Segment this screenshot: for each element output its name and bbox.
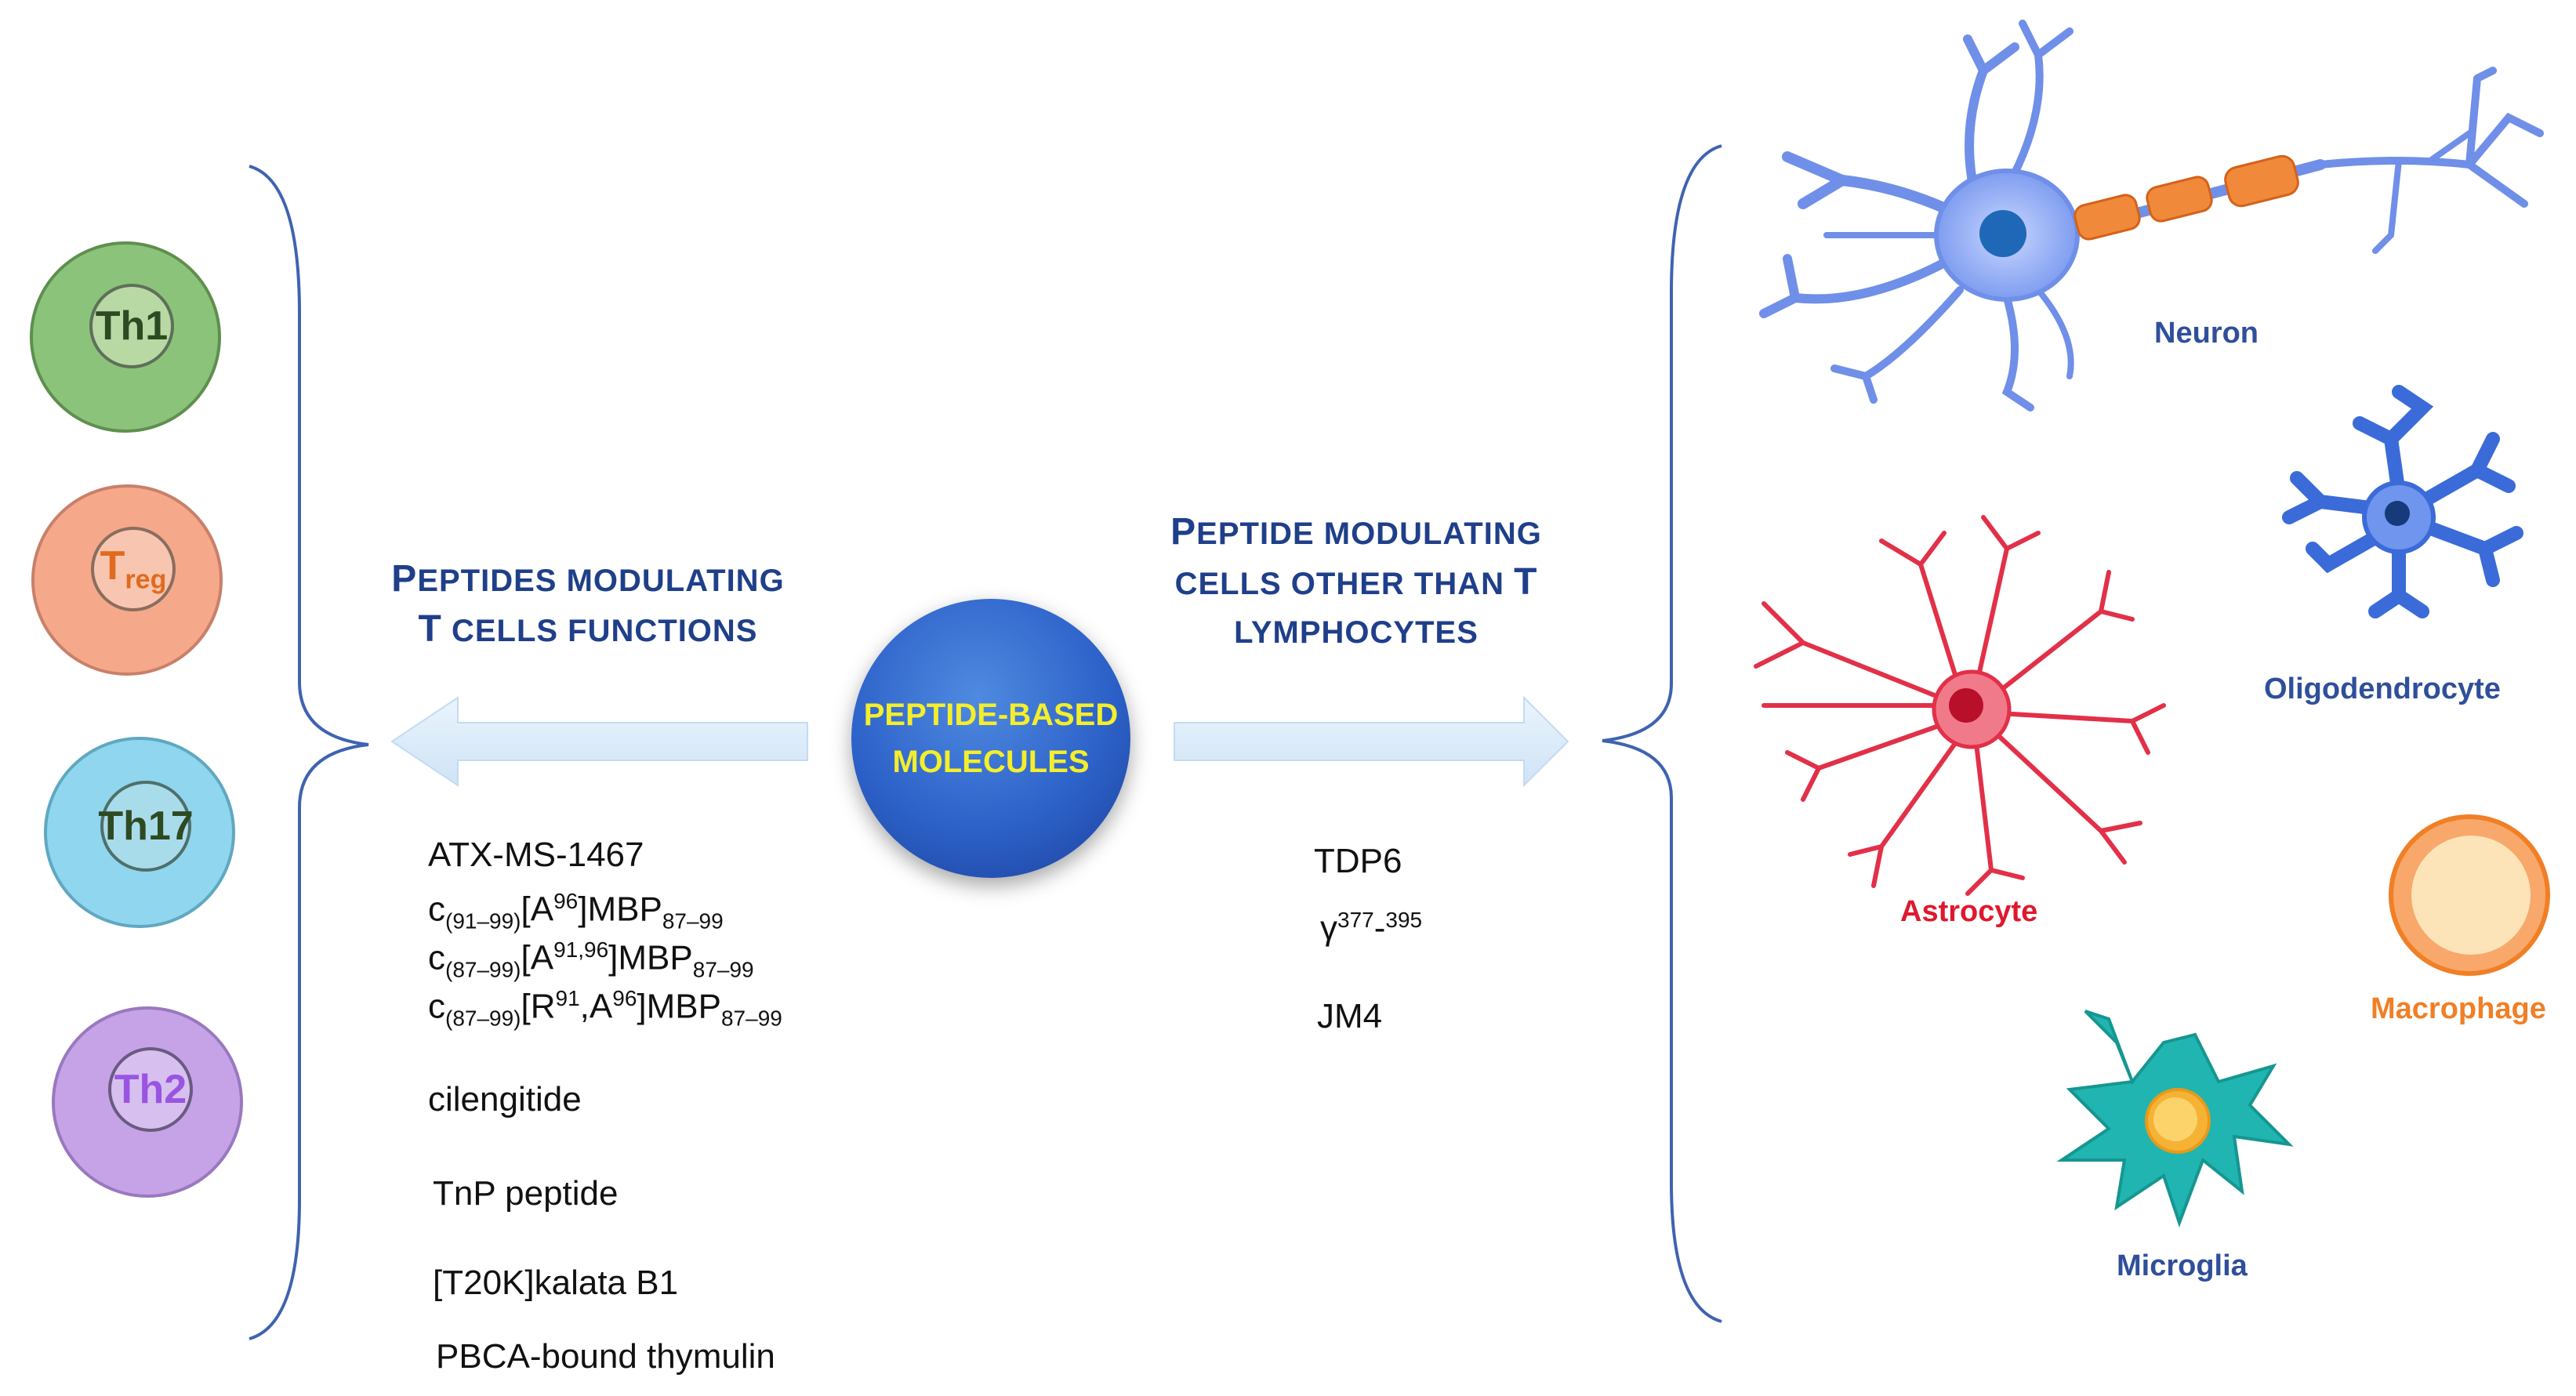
treg-label: Treg (100, 543, 167, 595)
th2-cell: Th2 (52, 1006, 243, 1198)
oligodendrocyte-label: Oligodendrocyte (2264, 673, 2501, 705)
peptide-tnp: TnP peptide (433, 1174, 619, 1213)
th2-label: Th2 (114, 1067, 187, 1112)
right-arrow (1174, 695, 1569, 788)
neuron-nucleus (1979, 210, 2026, 257)
myelin-sheaths (2073, 154, 2299, 241)
th17-label: Th17 (98, 803, 194, 849)
peptide-gamma-377-395: γ377-395 (1320, 908, 1423, 948)
left-arrow (390, 696, 808, 787)
treg-cell: Treg (31, 484, 223, 676)
astrocyte-illustration (1754, 515, 2166, 896)
astrocyte-label: Astrocyte (1900, 895, 2038, 928)
peptide-c87-99-r91-a96-mbp: c(87–99)[R91,A96]MBP87–99 (428, 986, 782, 1031)
microglia-label: Microglia (2117, 1249, 2248, 1282)
center-line-1: PEPTIDE-BASED (863, 698, 1119, 732)
th1-cell-nucleus: Th1 (89, 284, 174, 368)
oligodendrocyte-illustration (2282, 385, 2523, 618)
th17-cell-nucleus: Th17 (98, 781, 194, 872)
peptide-jm4: JM4 (1317, 997, 1383, 1035)
peptide-cilengitide: cilengitide (428, 1080, 582, 1119)
peptide-pbca-bound-thymulin: PBCA-bound thymulin (436, 1337, 775, 1376)
peptide-t20k-kalata-b1: [T20K]kalata B1 (433, 1264, 679, 1302)
left-heading: PEPTIDES MODULATING T CELLS FUNCTIONS (391, 558, 785, 650)
right-brace (1602, 144, 1722, 1323)
peptide-atx-ms-1467: ATX-MS-1467 (428, 836, 644, 874)
th1-cell: Th1 (30, 241, 221, 433)
center-line-2: MOLECULES (892, 745, 1090, 779)
left-brace (249, 165, 369, 1340)
right-heading: PEPTIDE MODULATING CELLS OTHER THAN T LY… (1170, 511, 1542, 650)
peptide-c87-99-a91-96-mbp: c(87–99)[A91,96]MBP87–99 (428, 937, 754, 982)
th2-cell-nucleus: Th2 (108, 1047, 193, 1132)
th1-label: Th1 (95, 303, 169, 349)
treg-cell-nucleus: Treg (91, 527, 176, 611)
macrophage-label: Macrophage (2371, 992, 2546, 1025)
peptide-tdp6: TDP6 (1314, 842, 1402, 880)
th17-cell: Th17 (44, 737, 235, 928)
peptide-based-molecules-node: PEPTIDE-BASED MOLECULES (851, 599, 1130, 878)
neuron-label: Neuron (2154, 317, 2259, 350)
peptide-c91-99-a96-mbp: c(91–99)[A96]MBP87–99 (428, 889, 724, 934)
